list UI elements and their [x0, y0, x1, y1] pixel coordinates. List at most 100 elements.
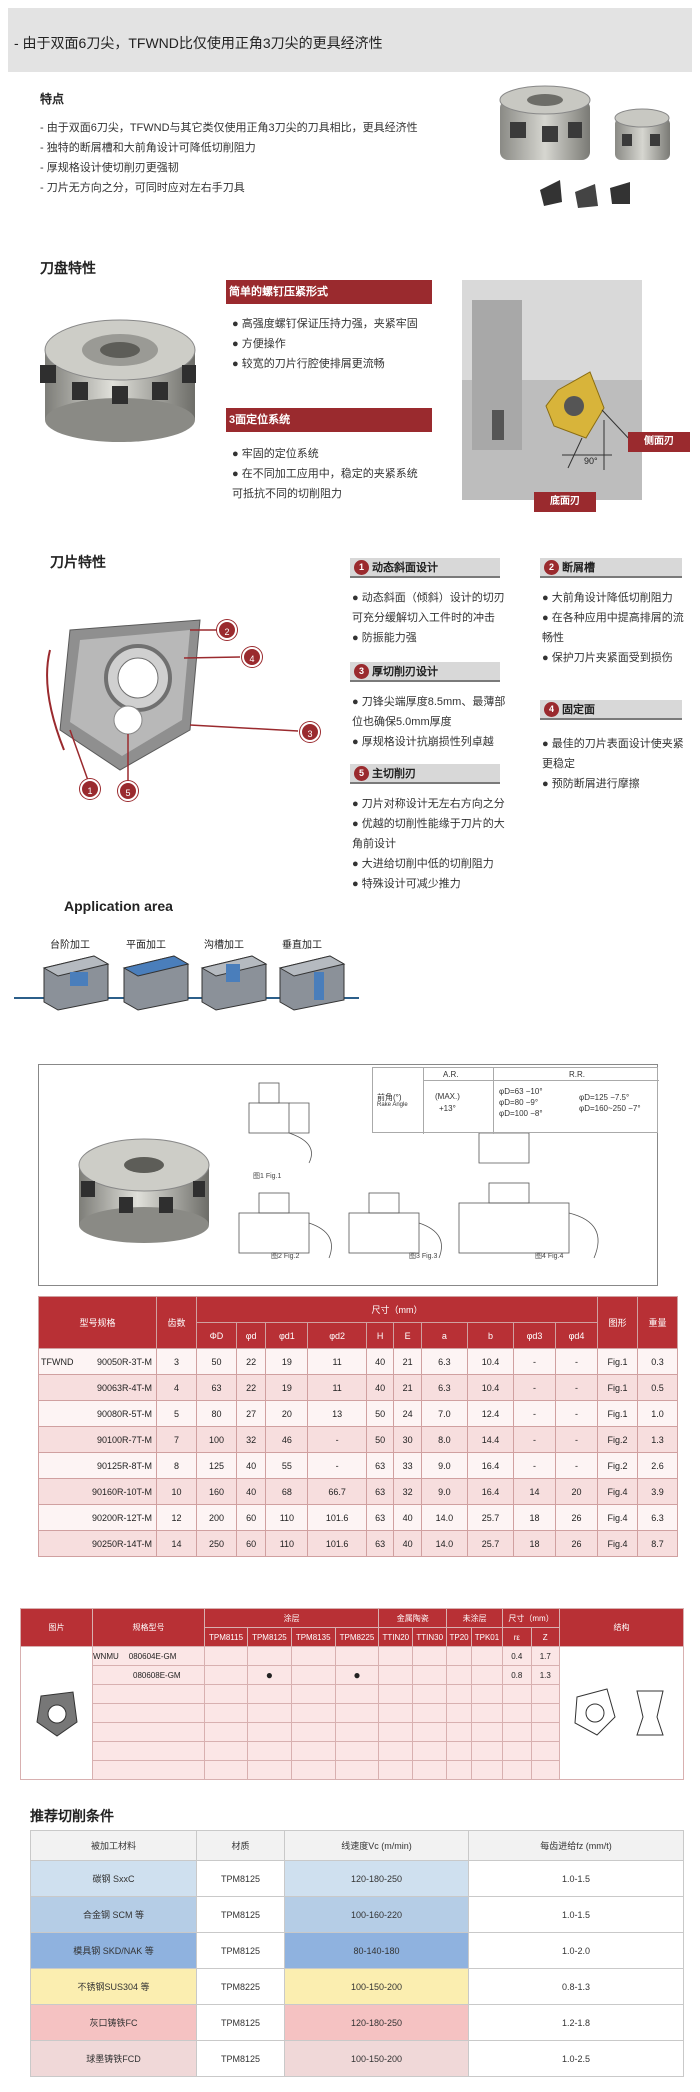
table-cell: 11 — [307, 1348, 367, 1375]
table-cell: 250 — [196, 1530, 237, 1557]
col-grade-sub: TTIN20 — [378, 1627, 414, 1647]
col-coated: 涂层 — [203, 1608, 380, 1628]
z-cell — [530, 1703, 560, 1723]
grade-mark-cell — [446, 1741, 472, 1761]
fig1-label: 图1 Fig.1 — [253, 1173, 282, 1180]
col-weight: 重量 — [637, 1296, 678, 1349]
speed-cell: 100-160-220 — [284, 1896, 469, 1933]
model-value: 90250R-14T-M — [91, 1538, 152, 1549]
table-cell: 40 — [393, 1504, 422, 1531]
screw-item: ● 较宽的刀片行腔使排屑更流畅 — [232, 358, 385, 370]
table-cell: 10.4 — [466, 1348, 515, 1375]
grade-mark-cell — [203, 1703, 249, 1723]
col-dim-sub: φd3 — [513, 1322, 556, 1349]
grade-mark-cell — [290, 1760, 336, 1780]
model-value: 90050R-3T-M — [96, 1356, 152, 1367]
app-label-face: 平面加工 — [126, 940, 166, 951]
grade-mark-cell — [247, 1646, 292, 1666]
grade-mark-cell — [412, 1665, 448, 1685]
f5-item: ● 特殊设计可减少推力 — [352, 878, 461, 890]
grade-cell: TPM8125 — [196, 2004, 285, 2041]
col-grade-sub: TPM8125 — [247, 1627, 292, 1647]
grade-mark-cell — [247, 1722, 292, 1742]
cutter-photo — [78, 1138, 210, 1243]
rake-subtitle: Rake Angle — [377, 1102, 408, 1108]
table-cell: 100 — [196, 1426, 237, 1453]
col-speed: 线速度Vc (m/min) — [284, 1830, 469, 1861]
table-cell: 200 — [196, 1504, 237, 1531]
grade-mark-cell — [470, 1665, 504, 1685]
table-cell: 63 — [365, 1478, 395, 1505]
grade-mark-cell — [446, 1665, 472, 1685]
table-cell: 40 — [365, 1374, 395, 1401]
table-cell: 63 — [365, 1452, 395, 1479]
f2-item: ● 保护刀片夹紧面受到损伤 — [542, 652, 673, 664]
feature-3-list: ● 刀锋尖端厚度8.5mm、最薄部位也确保5.0mm厚度 ● 厚规格设计抗崩损性… — [352, 692, 507, 752]
col-insert-model: 规格型号 — [92, 1608, 205, 1647]
grade-mark-cell — [334, 1684, 380, 1704]
title-bar: - 由于双面6刀尖，TFWND比仅使用正角3刀尖的更具经济性 — [8, 8, 692, 72]
grade-mark-cell — [290, 1741, 336, 1761]
table-cell: - — [555, 1426, 598, 1453]
fig3-label: 图3 Fig.3 — [409, 1253, 438, 1260]
screw-item: ● 方便操作 — [232, 338, 286, 350]
grade-cell: TPM8125 — [196, 1896, 285, 1933]
table-cell: 40 — [393, 1530, 422, 1557]
col-dim-sub: φd1 — [265, 1322, 309, 1349]
insert-seat-diagram: 90° — [462, 280, 642, 500]
table-cell: 14 — [513, 1478, 556, 1505]
f2-item: ● 在各种应用中提高排屑的流畅性 — [542, 612, 684, 644]
table-cell: 0.3 — [637, 1348, 678, 1375]
z-cell: 1.7 — [530, 1646, 560, 1666]
col-dim-sub: φd — [235, 1322, 267, 1349]
grade-mark-cell — [446, 1684, 472, 1704]
insert-model-cell — [92, 1760, 205, 1780]
table-cell: 63 — [365, 1504, 395, 1531]
table-cell: 16.4 — [466, 1452, 515, 1479]
f4-item: ● 预防断屑进行摩擦 — [542, 778, 640, 790]
feed-cell: 1.0-2.5 — [468, 2040, 684, 2077]
rake-angle-table: 前角(°) Rake Angle A.R. R.R. (MAX.) +13° φ… — [372, 1067, 659, 1134]
cutting-conditions-table: 被加工材料 材质 线速度Vc (m/min) 每齿进给fz (mm/t) 碳钢 … — [30, 1830, 684, 2077]
grade-mark-cell — [334, 1722, 380, 1742]
grade-mark-cell — [247, 1760, 292, 1780]
table-cell: 33 — [393, 1452, 422, 1479]
cutting-heading: 推荐切削条件 — [30, 1808, 114, 1824]
table-cell: 8.7 — [637, 1530, 678, 1557]
model-cell: 90200R-12T-M — [38, 1504, 157, 1531]
callout-2: 2 — [217, 620, 237, 640]
table-cell: 9.0 — [420, 1452, 468, 1479]
table-cell: 0.5 — [637, 1374, 678, 1401]
table-cell: 12.4 — [466, 1400, 515, 1427]
f1-item: ● 防振能力强 — [352, 632, 417, 644]
table-cell: 40 — [235, 1452, 267, 1479]
grade-mark-cell — [203, 1760, 249, 1780]
model-value: 90125R-8T-M — [96, 1460, 152, 1471]
grade-mark-cell — [446, 1722, 472, 1742]
col-size: 尺寸（mm） — [502, 1608, 560, 1628]
insert-model-cell — [92, 1684, 205, 1704]
grade-mark-cell — [247, 1684, 292, 1704]
callout-1: 1 — [80, 779, 100, 799]
table-cell: Fig.4 — [597, 1478, 638, 1505]
table-cell: 50 — [196, 1348, 237, 1375]
table-cell: - — [555, 1400, 598, 1427]
grade-mark-cell — [412, 1722, 448, 1742]
table-cell: 60 — [235, 1504, 267, 1531]
grade-mark-cell — [412, 1760, 448, 1780]
grade-mark-cell — [290, 1665, 336, 1685]
table-cell: 21 — [393, 1348, 422, 1375]
speed-cell: 120-180-250 — [284, 1860, 469, 1897]
f5-item: ● 大进给切削中低的切削阻力 — [352, 858, 494, 870]
grade-mark-cell — [378, 1741, 414, 1761]
speed-cell: 80-140-180 — [284, 1932, 469, 1969]
feed-cell: 1.0-2.0 — [468, 1932, 684, 1969]
table-cell: 9.0 — [420, 1478, 468, 1505]
page-title: - 由于双面6刀尖，TFWND比仅使用正角3刀尖的更具经济性 — [14, 35, 383, 51]
table-cell: 10 — [156, 1478, 197, 1505]
